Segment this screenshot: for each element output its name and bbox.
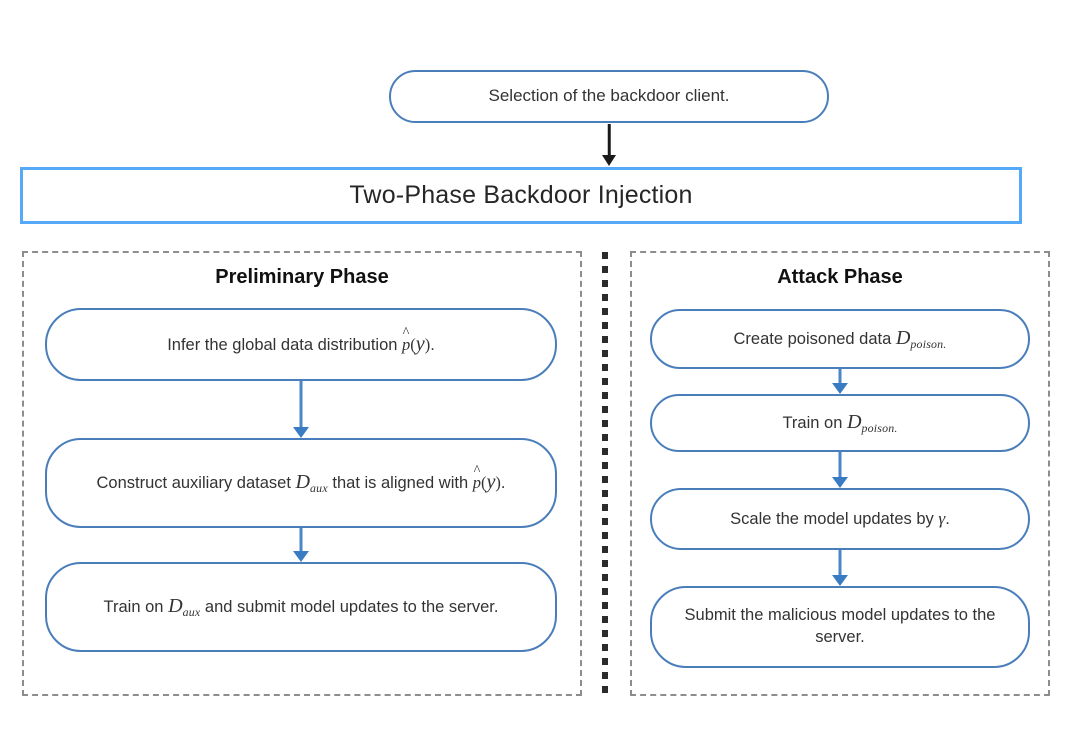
node-selection-of-backdoor-client: Selection of the backdoor client. [389,70,829,123]
node-label: Selection of the backdoor client. [488,86,730,106]
node-label: Submit the malicious model updates to th… [684,606,996,646]
node-scale-model-updates: Scale the model updates by γ. [650,488,1030,550]
arrow-head [293,551,309,562]
node-infer-distribution: Infer the global data distribution p(y). [45,308,557,381]
node-train-poison: Train on Dpoison. [650,394,1030,452]
arrow-head [293,427,309,438]
arrow-create-to-train [828,369,852,394]
node-label: Train on Daux and submit model updates t… [103,595,499,620]
arrow-shaft [299,528,303,551]
panel-divider-dotted-line [602,252,608,695]
node-construct-aux-dataset: Construct auxiliary dataset Daux that is… [45,438,557,528]
node-label: Train on Dpoison. [782,411,898,436]
arrow-shaft [607,124,611,156]
arrow-scale-to-submit [828,550,852,586]
arrow-shaft [838,550,842,575]
arrow-construct-to-train [289,528,313,562]
arrow-head [832,477,848,488]
node-label: Scale the model updates by γ. [730,508,950,528]
arrow-head [602,155,616,166]
arrow-train-to-scale [828,452,852,488]
node-submit-malicious-updates: Submit the malicious model updates to th… [650,586,1030,668]
arrow-selection-to-banner [597,124,621,166]
banner-label: Two-Phase Backdoor Injection [349,181,693,209]
node-train-aux-submit: Train on Daux and submit model updates t… [45,562,557,652]
arrow-head [832,575,848,586]
node-create-poisoned-data: Create poisoned data Dpoison. [650,309,1030,369]
arrow-head [832,383,848,394]
panel-title-preliminary-phase: Preliminary Phase [215,266,389,288]
arrow-shaft [299,381,303,427]
node-label: Infer the global data distribution p(y). [47,331,555,358]
node-label: Construct auxiliary dataset Daux that is… [47,469,555,496]
arrow-shaft [838,452,842,477]
arrow-infer-to-construct [289,381,313,438]
banner-two-phase-backdoor-injection: Two-Phase Backdoor Injection [20,167,1022,224]
arrow-shaft [838,369,842,383]
node-label: Create poisoned data Dpoison. [733,327,947,352]
panel-title-attack-phase: Attack Phase [777,266,903,288]
